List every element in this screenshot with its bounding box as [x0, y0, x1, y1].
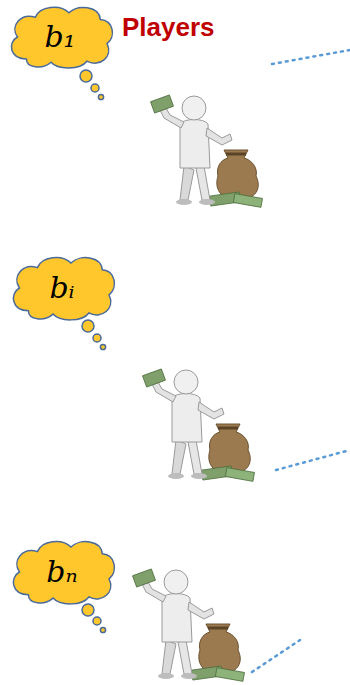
player-figure: [133, 569, 245, 681]
bid-symbol: bᵢ: [49, 270, 74, 305]
player-figure: [143, 369, 255, 481]
dotted-line: [252, 50, 350, 672]
bid-symbol: b₁: [44, 19, 75, 54]
thought-cloud: bᵢ: [6, 254, 118, 322]
bid-symbol: bₙ: [46, 554, 77, 589]
player-figure: [151, 95, 263, 207]
group-label: Players: [122, 12, 215, 43]
thought-cloud: b₁: [4, 4, 116, 70]
thought-cloud: bₙ: [6, 538, 118, 606]
